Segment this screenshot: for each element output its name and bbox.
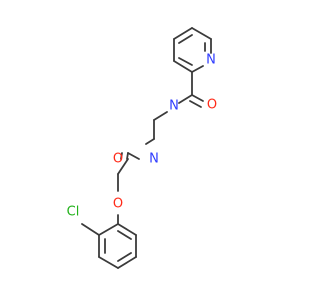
top-carbonyl-double-bond-b [189, 100, 202, 108]
ethylene-linker [145, 119, 155, 145]
mid-carbonyl-to-ch2-bond [117, 158, 129, 175]
top-oxygen-label: O [207, 98, 217, 113]
pyridine-bond-5 [173, 60, 193, 73]
pyridine-bond-4 [191, 65, 204, 73]
benzene-double-1 [117, 230, 132, 240]
ether-oxygen-label: O [113, 197, 123, 212]
acetamide-ether-branch [117, 152, 140, 225]
molecule-diagram: N O N N O O Cl [66, 27, 218, 269]
pyridine-double-1 [178, 34, 193, 44]
pyridine-bond-2 [191, 27, 212, 40]
top-n-to-ch2-bond [153, 111, 168, 121]
ring-to-chlorine-bond [81, 223, 100, 236]
linker-bond-2 [145, 138, 155, 145]
middle-amide-nitrogen-label: N [149, 152, 159, 167]
mid-carbonyl-double-bond-a [126, 152, 129, 160]
top-carbonyl-double-bond-a [191, 94, 204, 102]
benzene-double-2 [117, 252, 132, 262]
carbonyl-to-top-n-bond [178, 94, 193, 104]
pyridine-bond-1 [173, 27, 193, 40]
benzene-bond-3 [117, 256, 137, 269]
benzene-bond-6 [98, 223, 119, 236]
chlorophenyl-ring [81, 223, 137, 269]
benzene-bond-4 [98, 256, 119, 269]
middle-oxygen-label: O [113, 152, 123, 167]
picolinamide-branch [153, 71, 204, 121]
pyridine-double-3 [178, 57, 193, 66]
chlorine-label: Cl [67, 205, 80, 220]
top-amide-nitrogen-label: N [169, 99, 179, 114]
benzene-bond-1 [117, 223, 137, 236]
molecule-structure-svg: N O N N O O Cl [67, 27, 217, 269]
pyridine-ring [173, 27, 212, 73]
mid-carbonyl-double-bond-b [120, 152, 123, 160]
pyridine-nitrogen-label: N [206, 53, 216, 68]
mid-n-to-carbonyl-bond [127, 152, 140, 160]
